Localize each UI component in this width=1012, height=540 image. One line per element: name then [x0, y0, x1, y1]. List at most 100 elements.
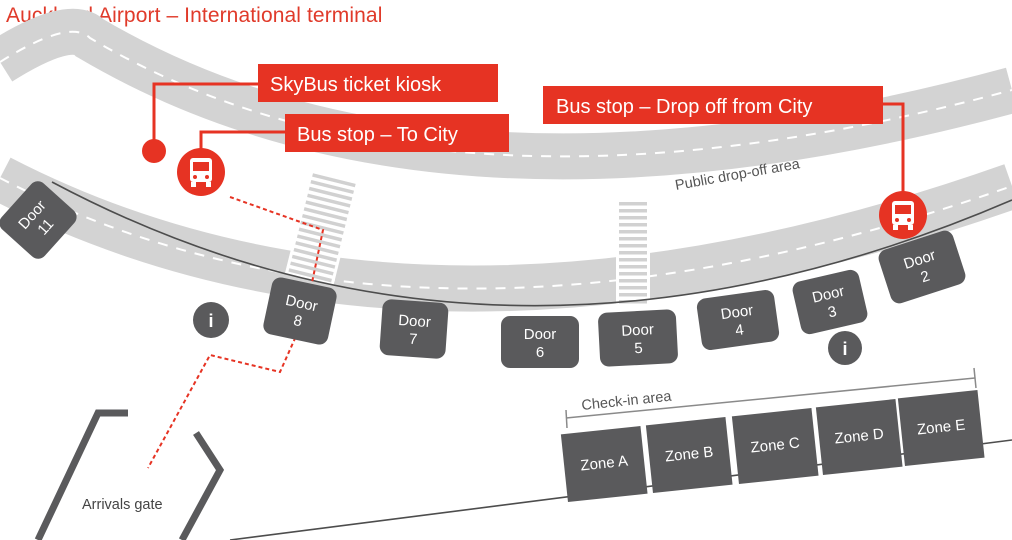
- from-city-callout[interactable]: Bus stop – Drop off from City: [543, 86, 883, 124]
- door-box: [696, 289, 780, 351]
- door-number: 4: [734, 321, 745, 339]
- crosswalk-stripe: [619, 209, 647, 213]
- zone-c[interactable]: Zone C: [731, 407, 819, 484]
- door-number: 5: [634, 340, 643, 357]
- crosswalk-stripe: [619, 265, 647, 269]
- crosswalk-right: [616, 200, 650, 308]
- zone-box: [731, 407, 819, 484]
- svg-text:Bus stop – Drop off from City: Bus stop – Drop off from City: [556, 96, 812, 118]
- crosswalk-stripe: [307, 193, 351, 208]
- crosswalk-stripe: [295, 241, 339, 256]
- zone-label: Zone B: [664, 444, 714, 466]
- crosswalk-stripe: [303, 207, 348, 222]
- info-icon[interactable]: i: [193, 302, 229, 338]
- crosswalk-stripe: [293, 247, 338, 262]
- door-word: Door: [398, 312, 432, 331]
- zone-box: [815, 398, 903, 475]
- svg-text:i: i: [208, 311, 213, 331]
- to-city-callout[interactable]: Bus stop – To City: [285, 114, 509, 152]
- crosswalk-stripe: [298, 227, 343, 242]
- svg-text:Bus stop – To City: Bus stop – To City: [297, 124, 458, 146]
- zone-label: Zone D: [834, 425, 885, 447]
- crosswalk-stripe: [619, 279, 647, 283]
- walking-route: [147, 196, 325, 469]
- to-city-leader: [199, 130, 285, 150]
- zone-box: [645, 416, 733, 493]
- crosswalk-stripe: [300, 220, 344, 235]
- crosswalk-left: [284, 170, 360, 286]
- door-word: Door: [811, 283, 847, 307]
- crosswalk-stripe: [619, 293, 647, 297]
- checkin-bracket: [565, 367, 977, 429]
- arrivals-gate-walls: [34, 409, 225, 540]
- crosswalk-stripe: [301, 213, 346, 228]
- crosswalk-stripe: [312, 173, 356, 188]
- crosswalk-stripe: [619, 244, 647, 248]
- door-box: [379, 299, 449, 359]
- door-box: [792, 269, 868, 335]
- zone-box: [560, 425, 648, 502]
- door-box: [878, 230, 966, 304]
- terminal-frontage-line: [51, 181, 1012, 307]
- crosswalk-stripe: [619, 202, 647, 206]
- crosswalk-stripe: [619, 251, 647, 255]
- crosswalk-stripe: [619, 230, 647, 234]
- zone-label: Zone C: [750, 434, 801, 456]
- door-box: [501, 316, 579, 368]
- crosswalk-stripe: [619, 237, 647, 241]
- zone-a[interactable]: Zone A: [560, 425, 648, 502]
- door-number: 6: [536, 344, 544, 361]
- crosswalk-stripe: [619, 272, 647, 276]
- crosswalk-stripe: [305, 200, 349, 215]
- crosswalk-stripe: [291, 254, 336, 269]
- door-number: 7: [409, 331, 419, 349]
- skybus-kiosk-callout[interactable]: SkyBus ticket kiosk: [258, 64, 498, 102]
- info-icon[interactable]: i: [828, 331, 862, 365]
- checkin-zones: Zone A Zone B Zone C Zone D Zone E: [560, 389, 985, 502]
- door-word: Door: [621, 321, 654, 340]
- kiosk-marker-icon[interactable]: [142, 82, 258, 163]
- zone-box: [897, 389, 985, 466]
- crosswalk-stripe: [308, 186, 353, 201]
- crosswalk-stripe: [619, 216, 647, 220]
- crosswalk-stripe: [310, 179, 354, 195]
- crosswalk-stripe: [288, 268, 332, 283]
- zone-label: Zone A: [580, 453, 629, 475]
- crosswalk-stripe: [296, 234, 341, 249]
- arrivals-gate-label: Arrivals gate: [82, 497, 163, 513]
- svg-text:SkyBus ticket kiosk: SkyBus ticket kiosk: [270, 74, 442, 96]
- door-box: [598, 309, 678, 367]
- crosswalk-stripe: [619, 286, 647, 290]
- zone-b[interactable]: Zone B: [645, 416, 733, 493]
- door-box: [0, 181, 77, 259]
- from-city-leader: [880, 102, 905, 192]
- bus-icon[interactable]: [879, 191, 927, 239]
- crosswalk-stripe: [619, 223, 647, 227]
- door-box: [263, 277, 337, 345]
- zone-label: Zone E: [916, 417, 966, 439]
- crosswalk-stripe: [619, 258, 647, 262]
- door-number: 3: [826, 303, 838, 321]
- checkin-area-label: Check-in area: [581, 389, 673, 414]
- door-word: Door: [524, 326, 557, 343]
- crosswalk-stripe: [290, 261, 334, 276]
- zone-e[interactable]: Zone E: [897, 389, 985, 466]
- inner-road: [0, 157, 1012, 312]
- zone-d[interactable]: Zone D: [815, 398, 903, 475]
- door-number: 8: [292, 312, 304, 330]
- door-word: Door: [284, 292, 319, 315]
- svg-text:i: i: [842, 339, 847, 359]
- bus-icon[interactable]: [177, 148, 225, 196]
- door-word: Door: [720, 302, 755, 323]
